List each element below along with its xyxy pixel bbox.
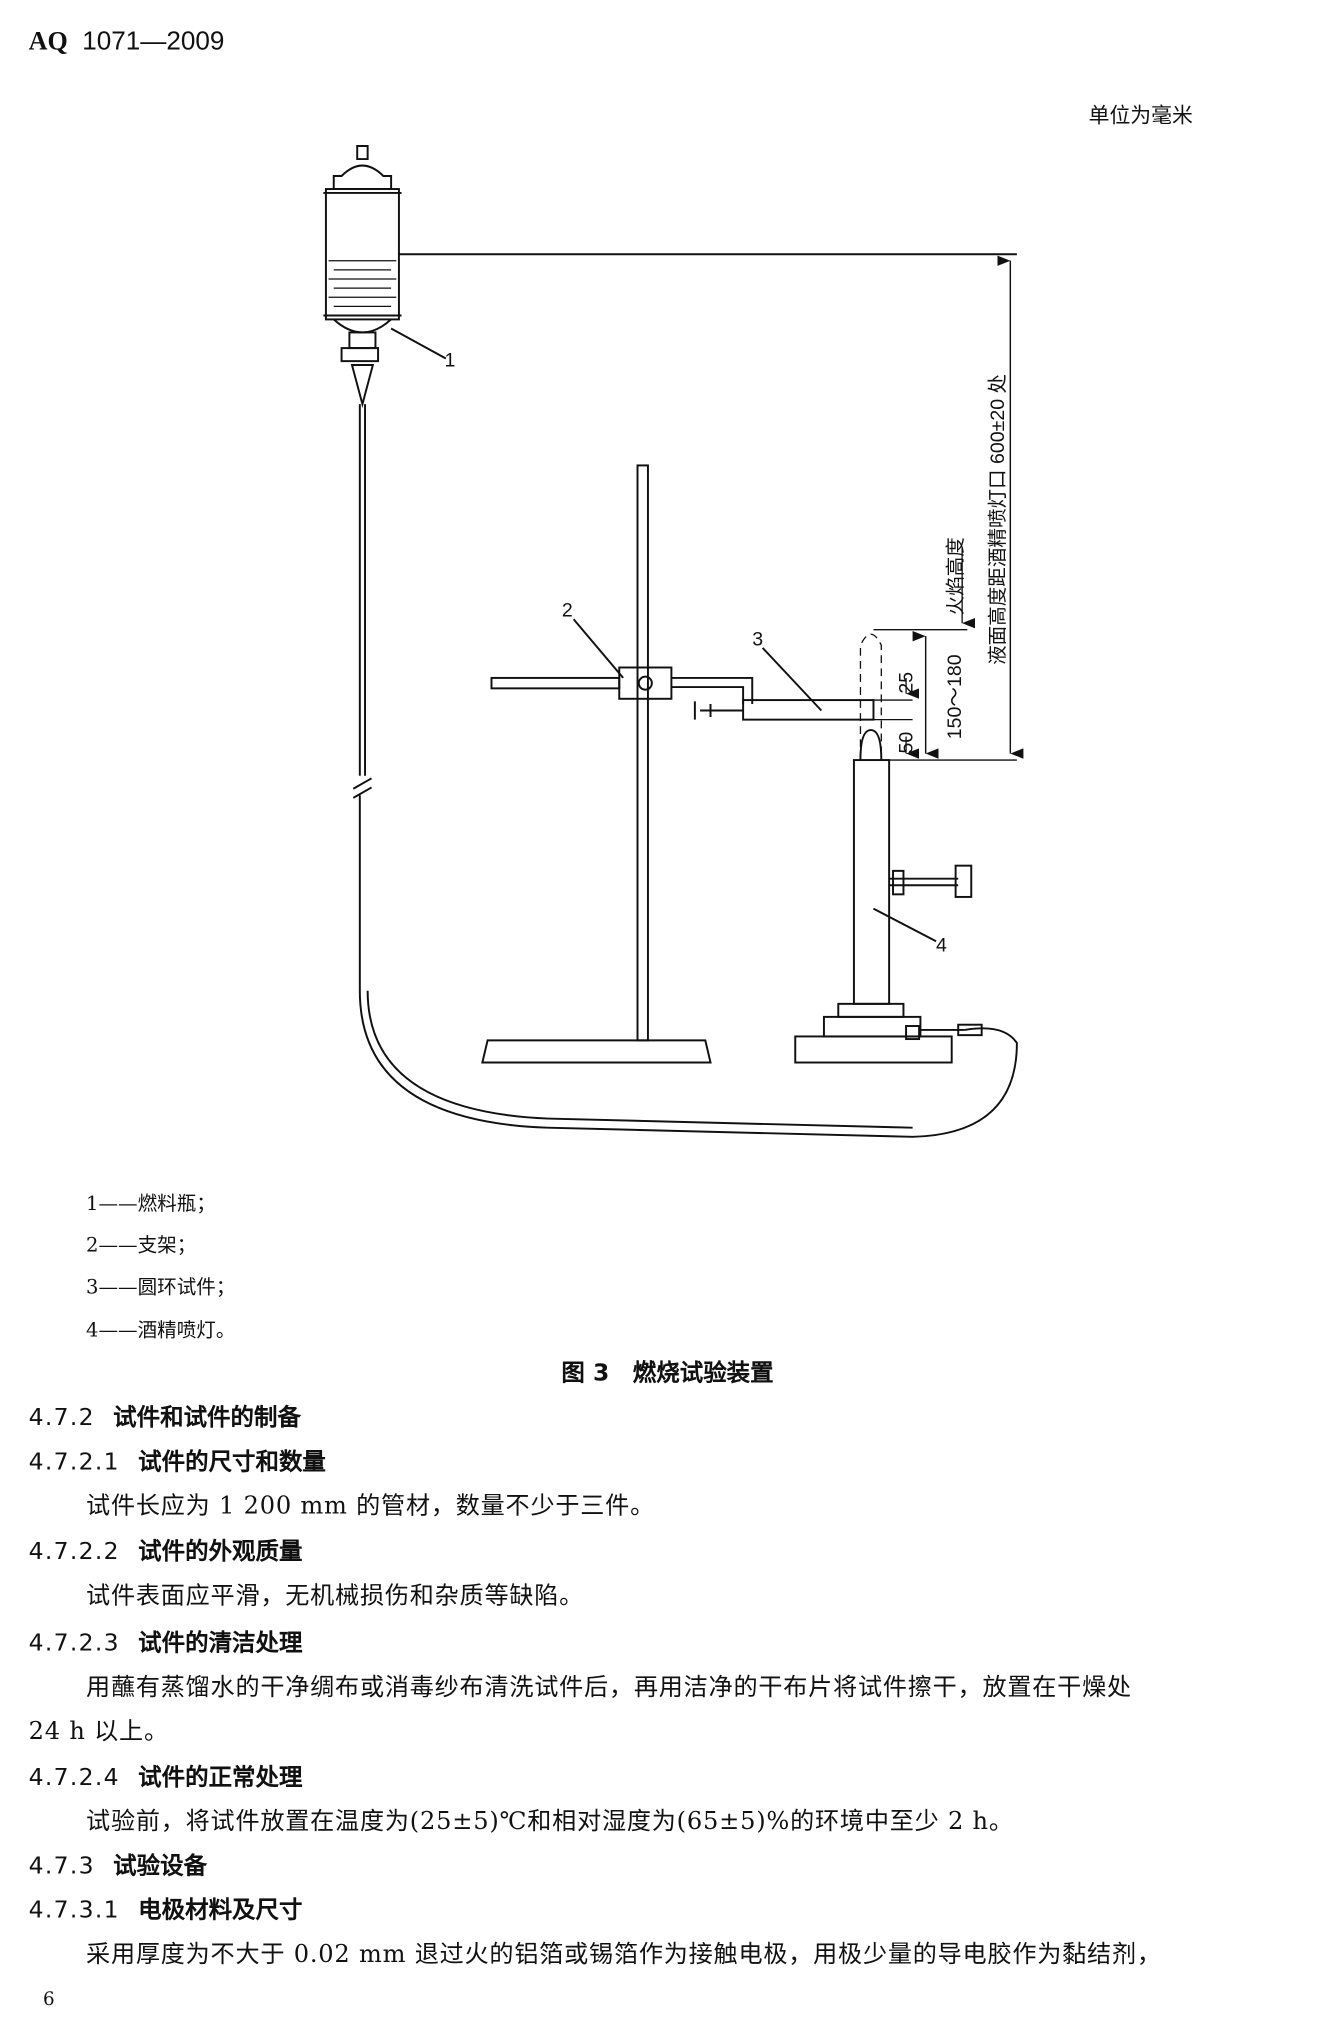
- legend-item: 4——酒精喷灯。: [86, 1318, 236, 1342]
- fuel-tube: [352, 404, 1018, 1138]
- paragraph: 试验前，将试件放置在温度为(25±5)℃和相对湿度为(65±5)%的环境中至少 …: [86, 1808, 1014, 1836]
- paragraph: 采用厚度为不大于 0.02 mm 退过火的铝箔或锡箔作为接触电极，用极少量的导电…: [86, 1941, 1162, 1969]
- liquid-height-label: 液面高度距酒精喷灯口 600±20 处: [987, 374, 1009, 665]
- legend-item: 3——圆环试件；: [86, 1275, 236, 1299]
- paragraph: 试件表面应平滑，无机械损伤和杂质等缺陷。: [86, 1582, 585, 1611]
- combustion-test-apparatus-diagram: 1 2 3 4 25 50 150～180 火焰高度 液面高度距酒精喷灯口 60…: [323, 145, 1024, 1138]
- standard-number: 1071—2009: [82, 27, 225, 57]
- dim-150-180: 150～180: [944, 654, 966, 739]
- figure-caption: 图 3 燃烧试验装置: [561, 1359, 774, 1388]
- callout-1: 1: [445, 349, 456, 371]
- standard-header: AQ 1071—2009: [29, 29, 225, 55]
- alcohol-lamp: [794, 633, 983, 1064]
- flame-height-label: 火焰高度: [945, 537, 967, 615]
- fuel-bottle: [323, 145, 402, 408]
- stand: [481, 464, 754, 1064]
- callout-3: 3: [752, 628, 763, 650]
- callout-4: 4: [936, 935, 947, 957]
- page-number: 6: [43, 1989, 55, 2011]
- callout-2: 2: [562, 600, 573, 622]
- dimension-lines: [873, 255, 1024, 761]
- paragraph-continuation: 24 h 以上。: [28, 1718, 169, 1746]
- legend-item: 2——支架；: [86, 1233, 197, 1257]
- unit-note: 单位为毫米: [1088, 102, 1193, 128]
- legend-item: 1——燃料瓶；: [86, 1191, 216, 1216]
- dim-25: 25: [896, 672, 918, 694]
- paragraph: 试件长应为 1 200 mm 的管材，数量不少于三件。: [86, 1492, 655, 1521]
- standard-prefix: AQ: [28, 27, 68, 57]
- paragraph: 用蘸有蒸馏水的干净绸布或消毒纱布清洗试件后，再用洁净的干布片将试件擦干，放置在干…: [86, 1673, 1132, 1702]
- ring-specimen: [742, 699, 875, 721]
- dim-50: 50: [896, 732, 918, 754]
